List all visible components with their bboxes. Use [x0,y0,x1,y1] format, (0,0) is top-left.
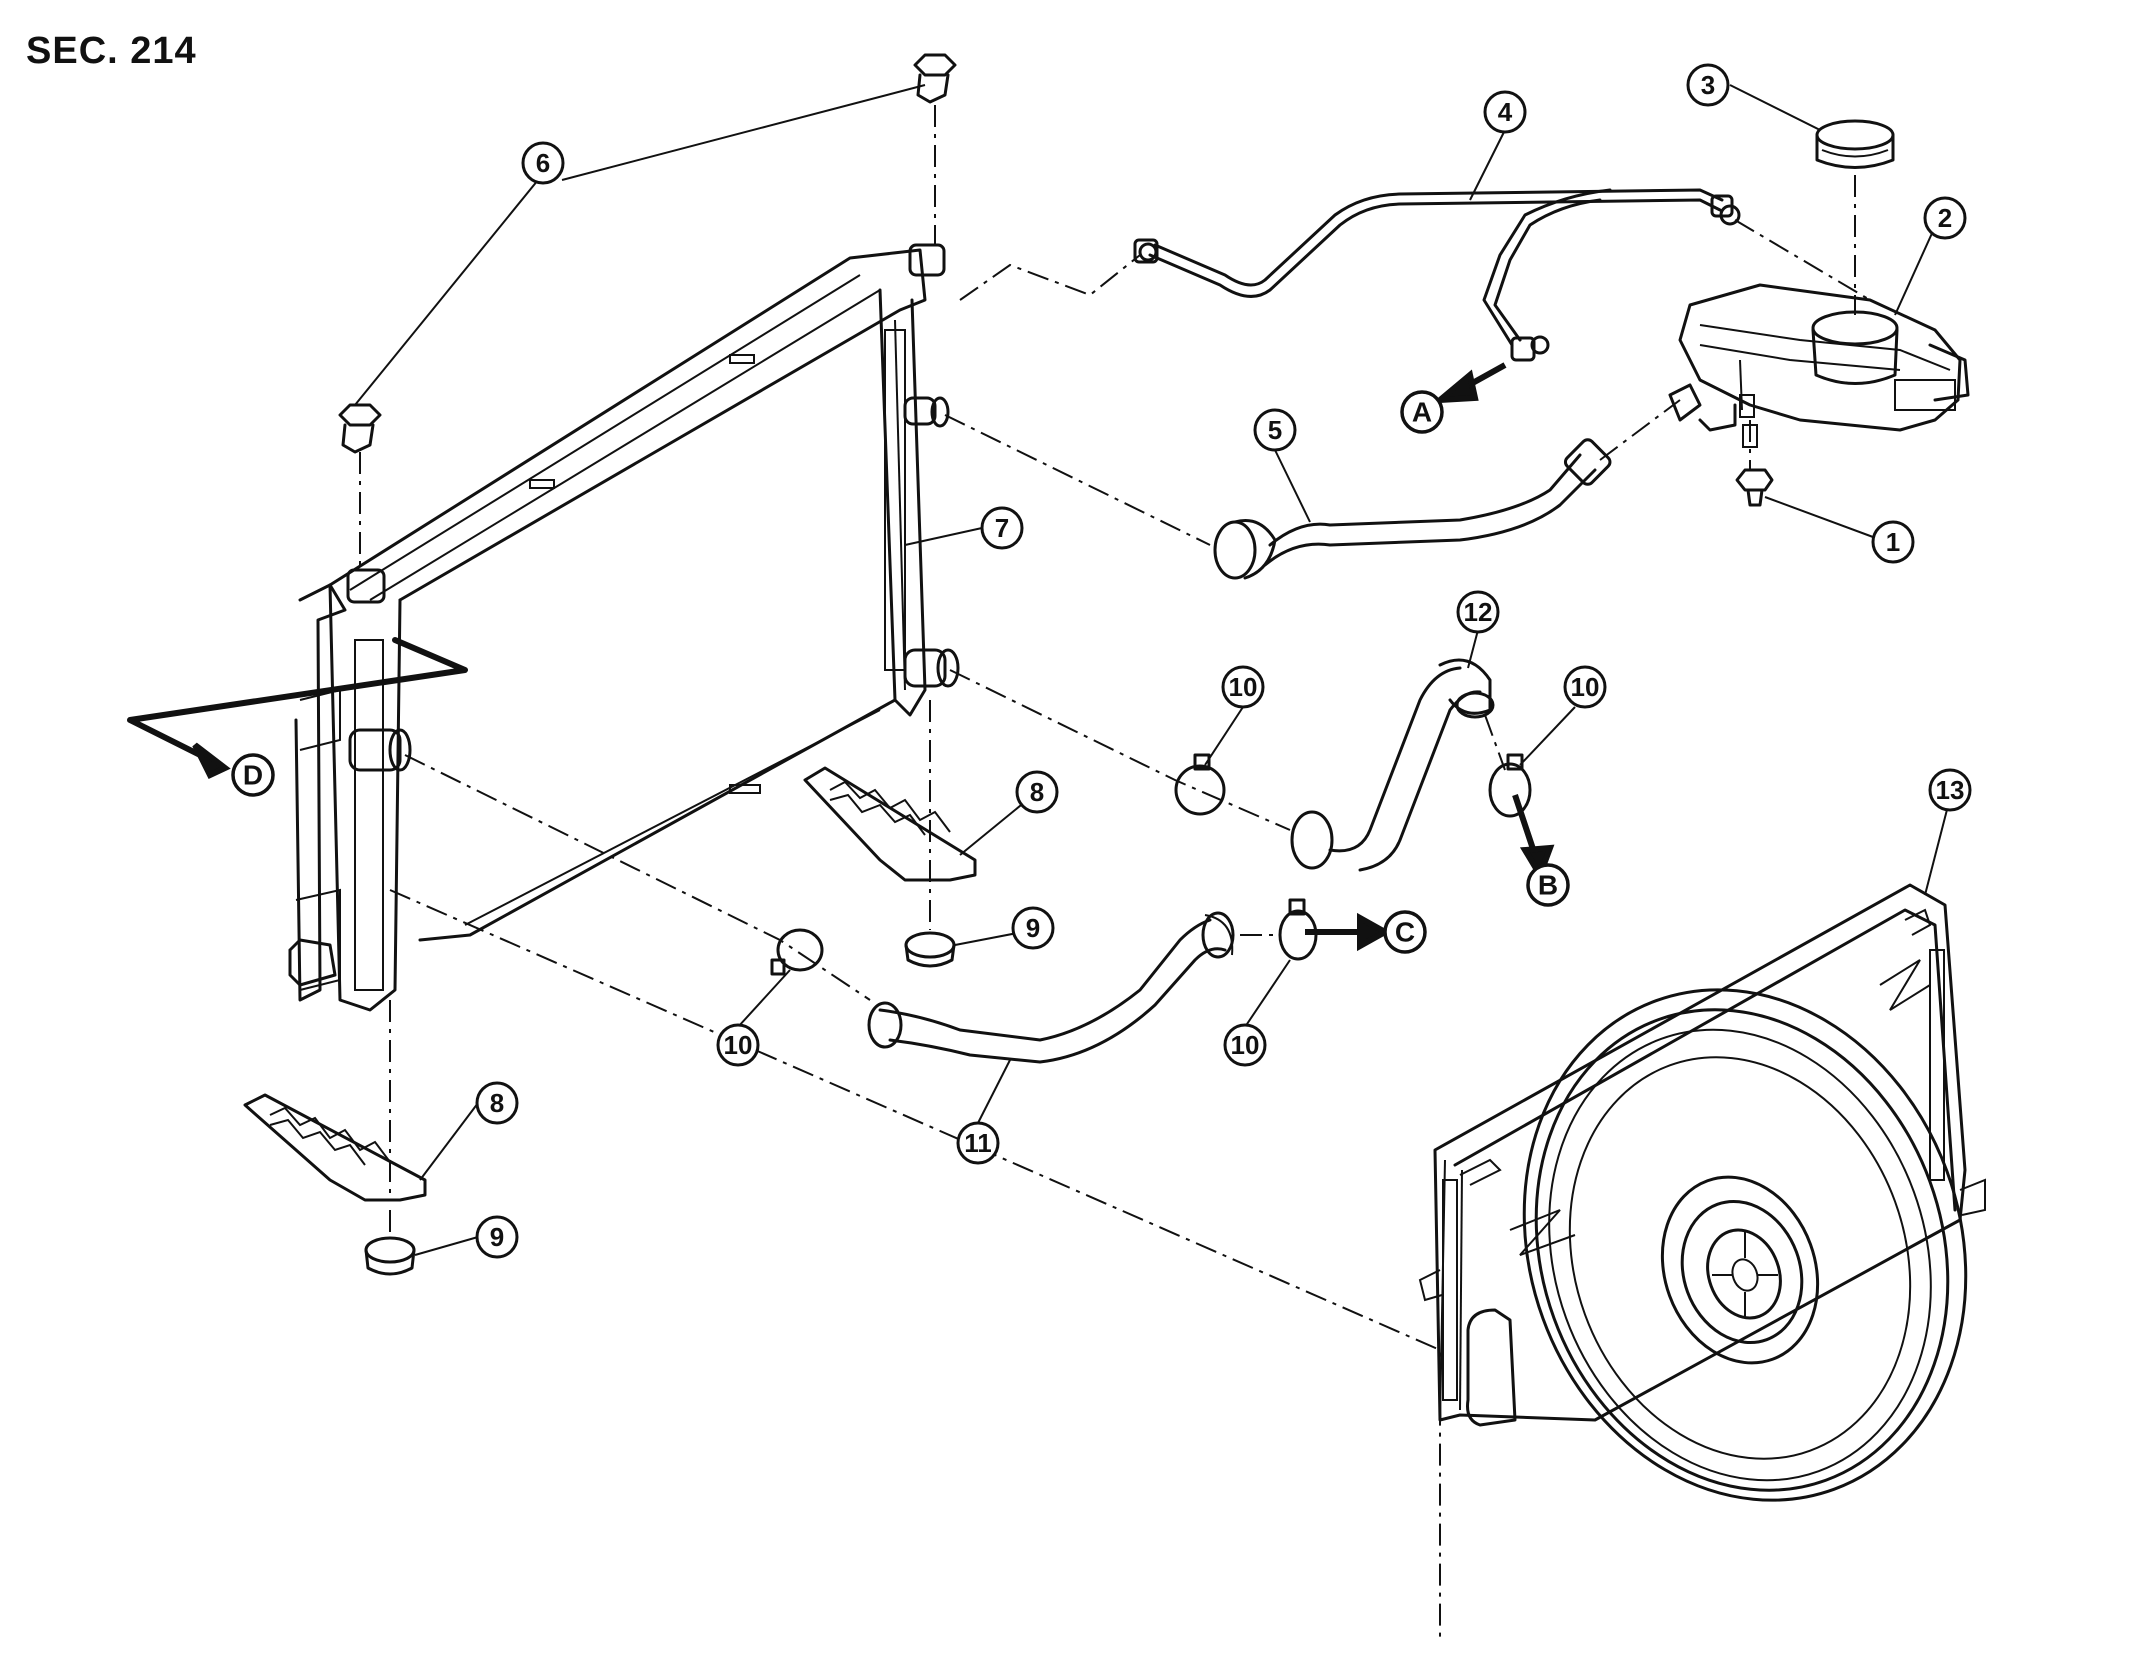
svg-text:13: 13 [1936,775,1965,805]
lower-mount-bracket [243,766,977,1202]
callout-6: 6 [521,141,565,185]
callout-9-upper: 9 [1011,906,1055,950]
svg-text:1: 1 [1886,527,1900,557]
reservoir-hose [1133,188,1741,362]
reservoir-tank [1668,283,1970,432]
callout-10-c: 10 [716,1023,760,1067]
reference-d: D [231,753,275,797]
callout-8-lower: 8 [475,1081,519,1125]
svg-text:2: 2 [1938,203,1952,233]
callout-2: 2 [1923,196,1967,240]
leader-lines [354,84,1951,1256]
callout-10-a: 10 [1221,665,1265,709]
radiator-hose-12 [1290,658,1495,872]
reference-b: B [1526,863,1570,907]
svg-text:8: 8 [490,1088,504,1118]
rubber-mount [364,931,956,1276]
reference-a: A [1400,390,1444,434]
section-title: SEC. 214 [26,30,197,72]
svg-text:11: 11 [964,1128,992,1158]
callout-10-d: 10 [1223,1023,1267,1067]
svg-text:10: 10 [1231,1030,1260,1060]
callout-12: 12 [1456,590,1500,634]
callout-3: 3 [1686,63,1730,107]
lower-radiator-hose [867,911,1235,1064]
svg-text:9: 9 [490,1222,504,1252]
svg-text:10: 10 [724,1030,753,1060]
reference-arrows [192,362,1555,952]
callout-5: 5 [1253,408,1297,452]
svg-text:B: B [1538,870,1558,901]
radiator-mount-clip [338,53,957,454]
svg-text:4: 4 [1498,97,1513,127]
callout-9-lower: 9 [475,1215,519,1259]
svg-text:5: 5 [1268,415,1282,445]
svg-text:7: 7 [995,513,1009,543]
callout-8-upper: 8 [1015,770,1059,814]
svg-text:3: 3 [1701,70,1715,100]
reference-c: C [1383,910,1427,954]
svg-text:A: A [1412,397,1432,428]
svg-text:10: 10 [1571,672,1600,702]
svg-text:8: 8 [1030,777,1044,807]
callout-1: 1 [1871,520,1915,564]
cooling-fan-assembly [1418,883,1986,1502]
svg-text:D: D [243,760,263,791]
callout-7: 7 [980,506,1024,550]
reservoir-clip [1735,424,1774,507]
callout-13: 13 [1928,768,1972,812]
callout-4: 4 [1483,90,1527,134]
radiator [288,243,960,1012]
svg-text:12: 12 [1464,597,1493,627]
upper-radiator-hose [1213,438,1612,580]
cutaway-line [127,637,468,763]
assembly-lines [359,105,1871,1640]
svg-text:C: C [1395,917,1415,948]
callout-10-b: 10 [1563,665,1607,709]
svg-text:6: 6 [536,148,550,178]
svg-text:10: 10 [1229,672,1258,702]
callout-11: 11 [956,1121,1000,1165]
svg-text:9: 9 [1026,913,1040,943]
reservoir-cap [1815,119,1895,169]
